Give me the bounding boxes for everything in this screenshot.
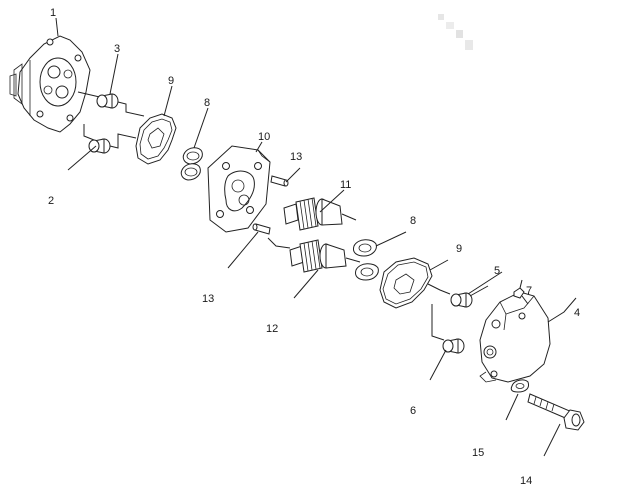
callout-15: 15 [472,447,484,459]
part-center-plate [207,145,271,233]
part-front-cover [9,35,91,133]
callout-11: 11 [340,179,351,191]
callout-13-lower: 13 [202,293,214,305]
part-seal-upper [135,113,177,165]
callout-8-lower: 8 [410,215,416,227]
part-plug [513,279,529,305]
callout-5: 5 [494,265,500,277]
callout-9-lower: 9 [456,243,462,255]
part-rear-cover [479,291,577,383]
callout-7: 7 [526,285,532,297]
part-bushing-rear-upper [427,283,489,308]
part-gear-shaft-upper [283,189,357,231]
part-washers-upper [180,147,203,181]
callout-6: 6 [410,405,416,417]
callout-labels: 1 2 3 4 5 6 7 8 8 9 9 10 11 12 13 13 14 … [48,7,580,487]
callout-14: 14 [520,475,532,487]
callout-1: 1 [50,7,56,19]
part-seal-lower [379,257,449,309]
callout-13-upper: 13 [290,151,302,163]
callout-3: 3 [114,43,120,55]
part-bolt [527,393,585,457]
part-dowel-pins [227,167,301,269]
part-bushing-rear-lower [429,304,465,381]
callout-8-upper: 8 [204,97,210,109]
part-washers-lower [353,231,407,281]
callout-4: 4 [574,307,580,319]
callout-leaders [55,17,503,295]
part-washer-bolt [505,379,529,421]
callout-10: 10 [258,131,270,143]
callout-2: 2 [48,195,54,207]
part-gear-shaft-lower [267,237,361,299]
callout-12: 12 [266,323,278,335]
callout-9-upper: 9 [168,75,174,87]
scan-artifact [438,14,473,50]
part-bushing-lower [83,124,137,154]
part-bushing-upper [77,91,145,117]
